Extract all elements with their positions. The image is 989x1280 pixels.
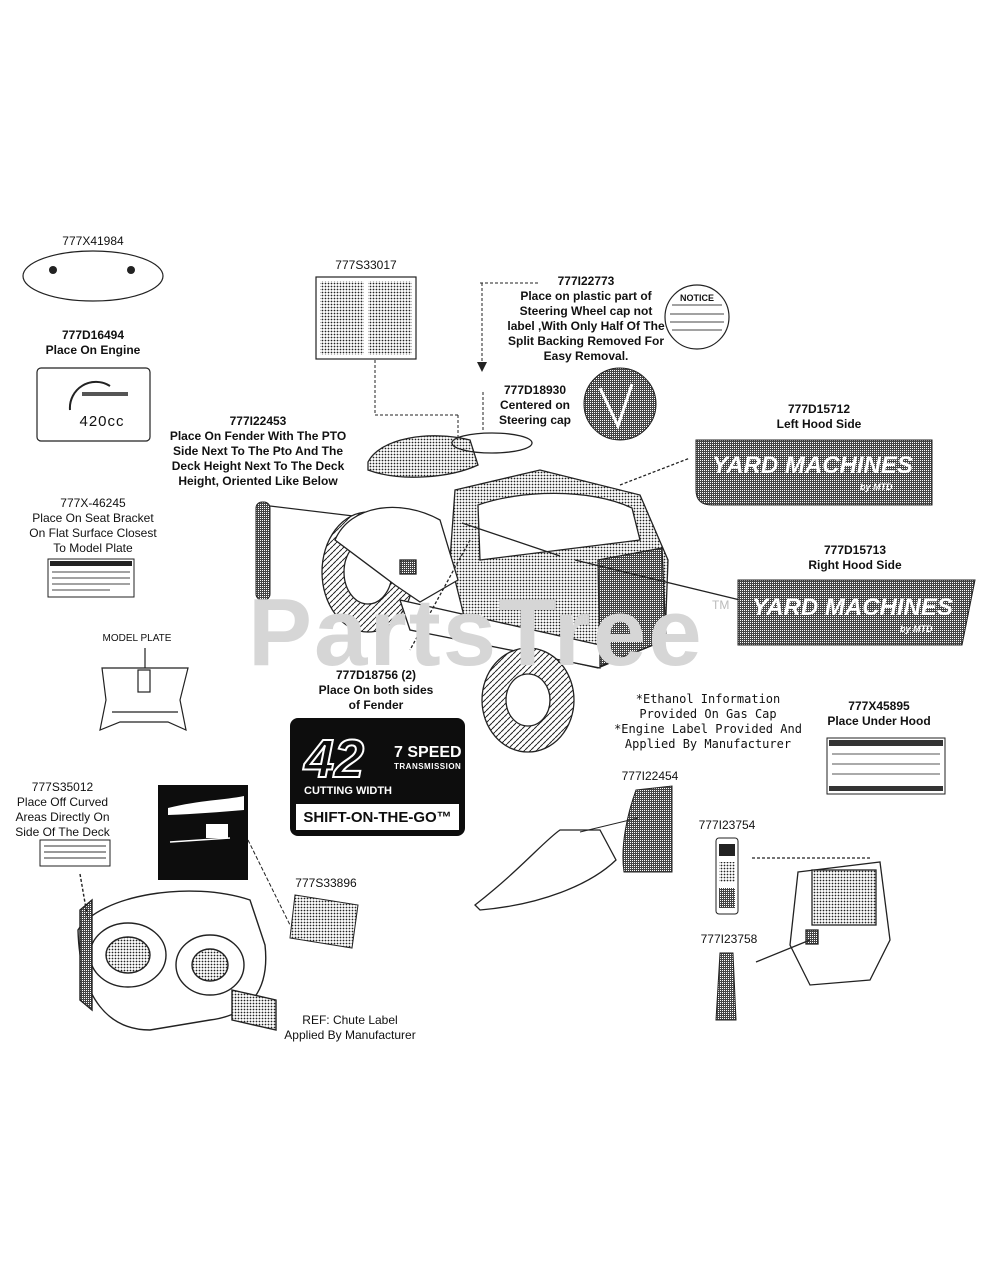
label-777D15713: 777D15713 Right Hood Side bbox=[808, 543, 902, 572]
label-777D18930: 777D18930 Centered on Steering cap bbox=[498, 383, 572, 427]
label-777I23754: 777I23754 bbox=[698, 818, 756, 832]
label-chute-ref: REF: Chute Label Applied By Manufacturer bbox=[284, 1013, 416, 1042]
engine-displacement-text: 420cc bbox=[79, 413, 125, 430]
yard-machines-left-text: YARD MACHINES bbox=[712, 452, 913, 479]
watermark-tm: TM bbox=[712, 598, 730, 612]
dash-decal-777I23754 bbox=[715, 837, 739, 915]
cutting-width-decal bbox=[290, 718, 465, 836]
decal-transmission: TRANSMISSION bbox=[394, 762, 462, 771]
oval-decal-777X41984 bbox=[22, 250, 164, 302]
under-hood-label-777X45895 bbox=[826, 737, 946, 795]
hood-decal-left-777D15712 bbox=[695, 439, 933, 506]
safety-label-777S33017 bbox=[315, 276, 459, 452]
label-777S33017: 777S33017 bbox=[335, 258, 397, 272]
by-mtd-right-text: by MTD bbox=[900, 624, 933, 634]
ethanol-note: *Ethanol Information Provided On Gas Cap… bbox=[614, 692, 802, 751]
dash-decal-777I23758 bbox=[715, 952, 737, 1021]
mower-deck-illustration bbox=[77, 873, 277, 1031]
chute-panel-decal bbox=[158, 785, 248, 880]
label-777I23758: 777I23758 bbox=[700, 932, 758, 946]
label-777X46245: 777X-46245 Place On Seat Bracket On Flat… bbox=[29, 496, 157, 555]
watermark: PartsTree bbox=[248, 579, 704, 686]
deck-label-777S35012 bbox=[39, 839, 111, 867]
chute-label-777S33896 bbox=[247, 839, 359, 949]
label-777I22454: 777I22454 bbox=[621, 769, 679, 783]
label-777I22773: 777I22773 Place on plastic part of Steer… bbox=[507, 274, 665, 363]
decal-shift-on-the-go: SHIFT-ON-THE-GO™ bbox=[303, 809, 452, 826]
dashboard-illustration bbox=[752, 857, 891, 986]
label-model-plate: MODEL PLATE bbox=[102, 633, 172, 644]
decal-42-number: 42 bbox=[303, 728, 365, 790]
label-777D16494: 777D16494 Place On Engine bbox=[45, 328, 141, 357]
lawn-tractor-illustration bbox=[321, 432, 741, 753]
hood-decal-right-777D15713 bbox=[737, 579, 976, 646]
notice-sticker-777I22773 bbox=[477, 282, 730, 372]
notice-text: NOTICE bbox=[679, 293, 714, 303]
yard-machines-right-text: YARD MACHINES bbox=[752, 594, 953, 621]
label-777X41984: 777X41984 bbox=[62, 234, 124, 248]
label-777S35012: 777S35012 Place Off Curved Areas Directl… bbox=[15, 780, 110, 839]
fender-decal-777I22454 bbox=[474, 785, 673, 911]
label-777S33896: 777S33896 bbox=[295, 876, 357, 890]
seat-label-777X46245 bbox=[47, 558, 135, 598]
engine-badge-777D16494 bbox=[36, 367, 151, 442]
label-777I22453: 777I22453 Place On Fender With The PTO S… bbox=[169, 414, 347, 488]
label-777D18756: 777D18756 (2) Place On both sides of Fen… bbox=[318, 668, 434, 712]
label-777D15712: 777D15712 Left Hood Side bbox=[776, 402, 862, 431]
by-mtd-left-text: by MTD bbox=[860, 482, 893, 492]
model-plate-bracket bbox=[99, 648, 189, 732]
steering-cap-decal-777D18930 bbox=[482, 367, 657, 441]
label-777X45895: 777X45895 Place Under Hood bbox=[827, 699, 931, 728]
decal-cutting-width: CUTTING WIDTH bbox=[304, 785, 392, 797]
decal-7-speed: 7 SPEED bbox=[394, 744, 462, 761]
